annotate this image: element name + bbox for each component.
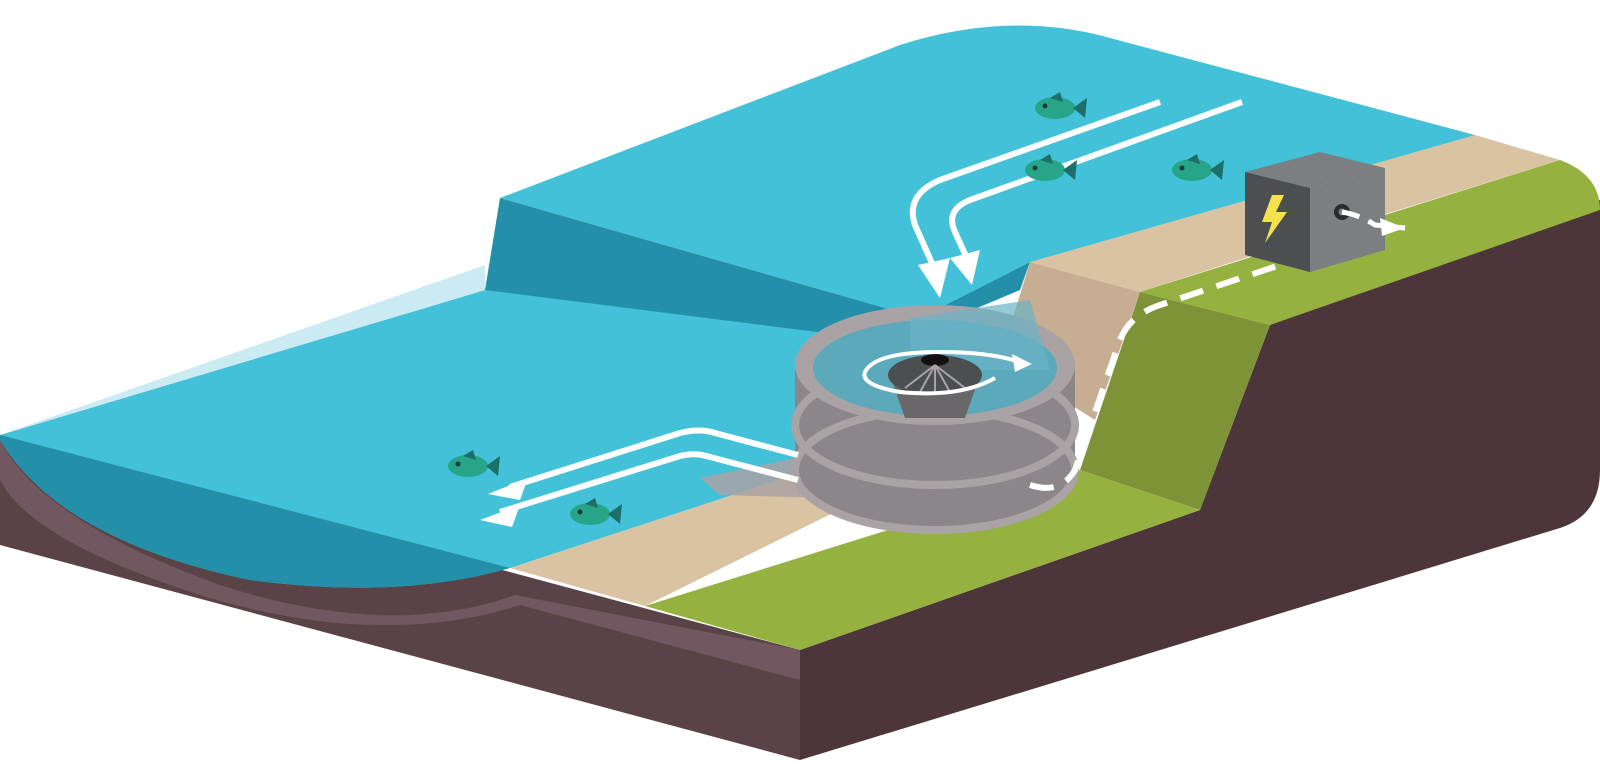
soil-mauve-layer [0, 440, 800, 680]
inflow-arrowhead-2 [950, 250, 980, 285]
fish-icon [570, 498, 622, 525]
outflow-arrow-1 [509, 427, 799, 490]
fish-icon [448, 450, 500, 477]
outflow-arrow-2 [499, 451, 799, 515]
swirl-arrowhead [1012, 354, 1032, 372]
power-house-side [1310, 168, 1385, 272]
lightning-icon [1262, 195, 1287, 243]
lower-water-front [0, 435, 510, 588]
cable-out [1341, 209, 1406, 231]
cable-arrowhead [1380, 218, 1405, 236]
outflow-arrowhead-2 [480, 505, 520, 527]
grass-lower [645, 470, 1200, 650]
power-cable [1029, 232, 1371, 491]
inflow-arrows [909, 99, 1244, 272]
grass-slope [1080, 292, 1270, 510]
outflow-arrows [499, 427, 799, 515]
fish-icon [1172, 154, 1224, 181]
power-house-top [1245, 152, 1385, 188]
fish-icon [1025, 154, 1077, 181]
soil-front-right-face [800, 200, 1600, 760]
inflow-arrow-1 [909, 99, 1162, 272]
inflow-arrowhead-1 [918, 258, 950, 298]
turbine-icon [888, 354, 982, 418]
inflow-arrow-2 [949, 99, 1244, 267]
outflow-arrowhead-1 [488, 478, 528, 500]
swirl-arrow [862, 349, 1021, 396]
upper-water-surface [500, 25, 1475, 319]
lower-water-pale-edge [0, 265, 485, 435]
fish-icon [1035, 92, 1087, 119]
power-house-icon [1245, 152, 1406, 272]
